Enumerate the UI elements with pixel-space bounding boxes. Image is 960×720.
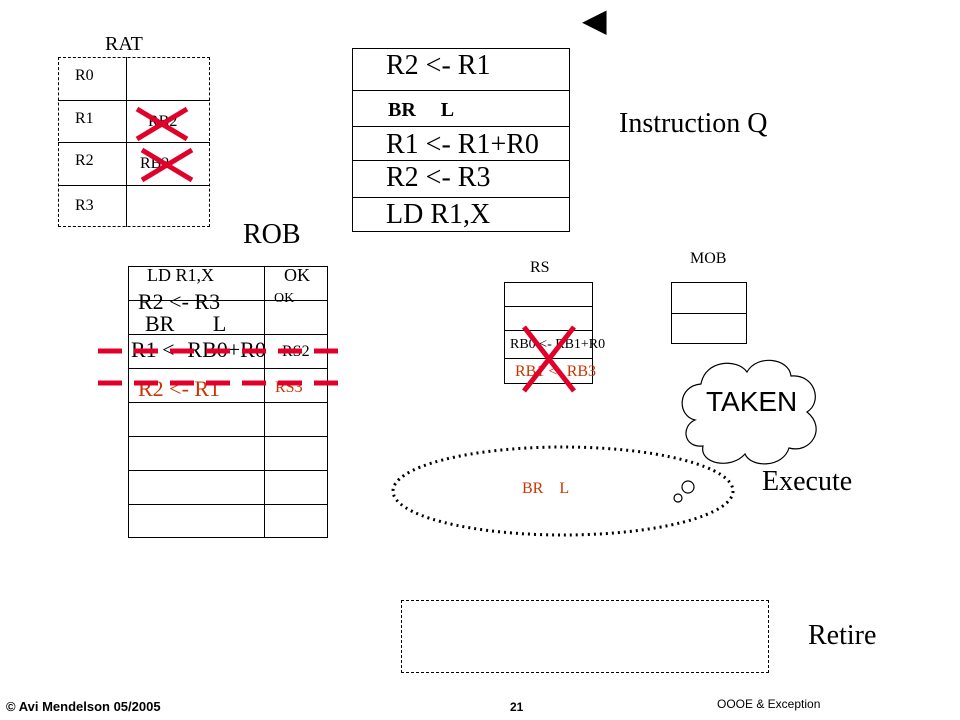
rat-title: RAT bbox=[105, 33, 143, 55]
rat-reg-r0: R0 bbox=[75, 67, 94, 84]
retire-box bbox=[401, 600, 769, 673]
rs-cross-icon bbox=[522, 325, 576, 393]
iq-item: LD R1,X bbox=[386, 199, 491, 230]
taken-label: TAKEN bbox=[706, 386, 798, 417]
rob-flush-dashes-icon bbox=[98, 348, 346, 386]
rat-r1-cross-icon bbox=[135, 106, 189, 142]
iq-item: R2 <- R3 bbox=[386, 162, 491, 193]
mob-title: MOB bbox=[690, 250, 727, 267]
execute-content: BR L bbox=[522, 480, 570, 497]
rs-title: RS bbox=[530, 259, 550, 276]
instruction-q-title: Instruction Q bbox=[619, 108, 768, 139]
footer-topic: OOOE & Exception bbox=[717, 697, 821, 711]
pointer-arrow-icon: ◀ bbox=[582, 2, 607, 38]
rat-reg-r2: R2 bbox=[75, 152, 94, 169]
rob-entry-status: OK bbox=[274, 291, 295, 306]
rob-entry-instr: R2 <- R3 bbox=[138, 289, 221, 314]
rob-entry-instr: LD R1,X bbox=[147, 265, 214, 285]
rob-entry-instr: BR L bbox=[145, 311, 227, 336]
retire-label: Retire bbox=[808, 620, 877, 651]
rob-entry-status: OK bbox=[284, 265, 310, 285]
taken-cloud-icon bbox=[673, 359, 817, 503]
execute-ellipse bbox=[391, 445, 735, 537]
rat-r2-cross-icon bbox=[140, 147, 194, 183]
rat-reg-r3: R3 bbox=[75, 197, 94, 214]
rat-reg-r1: R1 bbox=[75, 110, 94, 127]
footer-page-number: 21 bbox=[510, 700, 524, 714]
iq-item: R1 <- R1+R0 bbox=[386, 129, 539, 160]
footer-author: © Avi Mendelson 05/2005 bbox=[6, 699, 161, 714]
rob-title: ROB bbox=[243, 219, 301, 250]
rs-entry: RB0 <- RB1+R0 bbox=[510, 337, 606, 352]
iq-item: BR L bbox=[388, 99, 455, 121]
iq-item: R2 <- R1 bbox=[386, 50, 491, 81]
execute-label: Execute bbox=[762, 466, 853, 497]
